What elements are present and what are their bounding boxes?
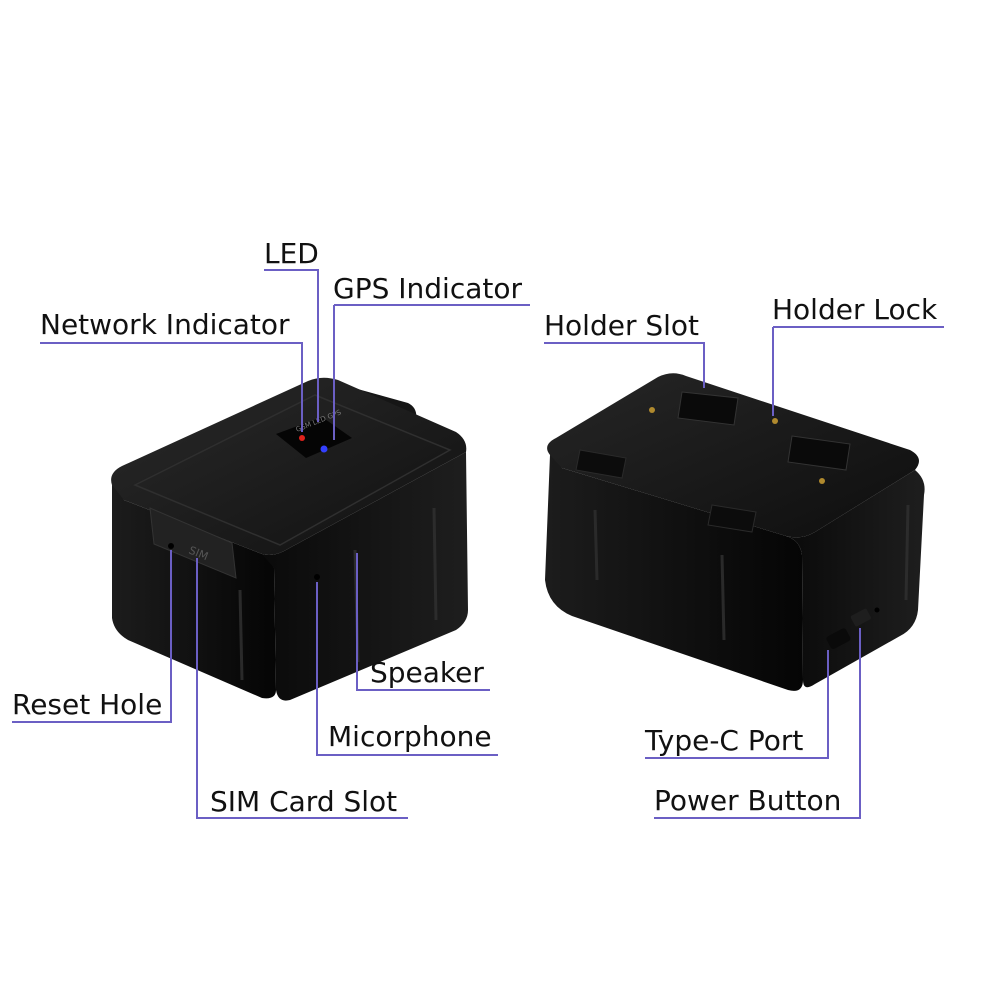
screw	[819, 478, 825, 484]
microphone-leader	[316, 582, 498, 756]
label-holder-slot: Holder Slot	[544, 309, 700, 342]
leader-lines	[12, 269, 944, 819]
edge-highlight	[432, 507, 438, 621]
holder-slot-1	[677, 391, 739, 426]
gps-led-blue	[320, 445, 328, 453]
side-face	[262, 452, 468, 701]
indicator-hole	[874, 607, 880, 613]
sim-card-slot-leader	[196, 558, 408, 819]
edge-highlight	[904, 504, 910, 601]
led-leader	[264, 269, 319, 422]
lid-seam	[133, 394, 452, 546]
edge-highlight	[720, 554, 726, 641]
label-reset-hole: Reset Hole	[12, 688, 163, 721]
network-indicator-leader	[40, 342, 303, 432]
edge-highlight	[238, 589, 244, 681]
front-face	[545, 455, 803, 691]
label-sim-card-slot: SIM Card Slot	[210, 785, 398, 818]
sim-cover	[149, 507, 237, 579]
tracker-device-back-view	[545, 373, 925, 691]
holder-slot-3	[575, 449, 627, 479]
power-button-leader	[654, 628, 861, 819]
holder-lock-leader	[772, 326, 944, 416]
top-face	[547, 373, 919, 538]
speaker-leader	[356, 553, 490, 691]
type-c-port-leader	[645, 650, 829, 759]
label-power-button: Power Button	[654, 784, 842, 817]
label-microphone: Micorphone	[328, 720, 492, 753]
microphone-dot	[314, 574, 320, 580]
screw	[649, 407, 655, 413]
network-led-red	[299, 435, 305, 441]
label-gps-indicator: GPS Indicator	[333, 272, 522, 305]
type-c-port	[826, 628, 851, 649]
power-button	[850, 608, 871, 627]
reset-hole-leader	[12, 550, 172, 723]
label-led: LED	[264, 237, 319, 270]
tracker-device-front-view: SIM GSM LED GPS	[111, 377, 468, 701]
label-type-c-port: Type-C Port	[645, 724, 804, 757]
edge-highlight	[593, 509, 599, 581]
label-speaker: Speaker	[370, 656, 484, 689]
side-face	[786, 470, 925, 688]
holder-slot-2	[787, 435, 851, 471]
holder-lock-screw	[772, 418, 778, 424]
holder-slot-leader	[544, 342, 705, 388]
top-face	[111, 377, 467, 555]
gps-indicator-leader	[333, 304, 530, 440]
label-holder-lock: Holder Lock	[772, 293, 938, 326]
reset-hole-dot	[168, 543, 174, 549]
holder-slot-4	[707, 504, 757, 533]
label-network-indicator: Network Indicator	[40, 308, 290, 341]
